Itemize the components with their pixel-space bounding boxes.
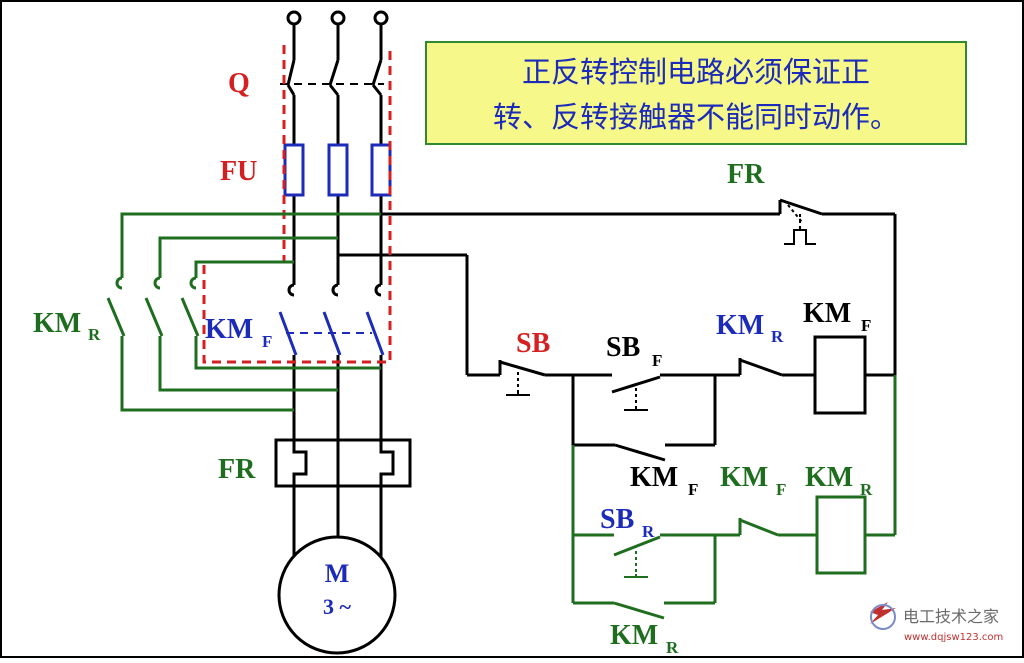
label-fu: FU xyxy=(220,156,257,187)
watermark-logo-icon xyxy=(870,602,896,630)
label-kmf-main-sub: F xyxy=(262,332,272,351)
note-line-1: 正反转控制电路必须保证正 xyxy=(522,55,870,89)
label-sbf-text: SB xyxy=(606,332,640,363)
note-background xyxy=(425,41,967,145)
label-kmr-coil-sub: R xyxy=(860,480,873,499)
label-kmr-hold: KM R xyxy=(610,620,679,657)
label-sbr: SB R xyxy=(600,504,655,541)
label-kmr-interlock-text: KM xyxy=(716,310,764,341)
label-kmr-interlock-sub: R xyxy=(771,327,784,346)
label-kmr-hold-sub: R xyxy=(666,638,679,657)
terminal-l3 xyxy=(373,10,389,26)
label-kmf-hold-text: KM xyxy=(630,462,678,493)
fuses xyxy=(283,143,392,197)
label-q: Q xyxy=(228,68,250,99)
kmr-interlock-contact xyxy=(739,358,783,377)
sb-stop-contact xyxy=(499,360,546,377)
label-kmf-main-text: KM xyxy=(205,314,253,345)
label-sbf: SB F xyxy=(606,332,662,370)
label-kmf-hold: KM F xyxy=(630,462,698,499)
label-sbr-text: SB xyxy=(600,504,634,535)
kmr-hold-contact xyxy=(613,601,665,620)
fuse-2 xyxy=(327,143,349,197)
fuse-3 xyxy=(370,143,392,197)
motor-circle xyxy=(277,535,397,655)
label-kmf-hold-sub: F xyxy=(688,480,698,499)
control-circuit-green xyxy=(571,375,897,620)
label-kmf-main: KM F xyxy=(205,314,272,351)
kmf-hold-contact xyxy=(614,443,666,462)
fr-nc-contact xyxy=(779,198,823,216)
label-kmf-coil-sub: F xyxy=(861,316,871,335)
label-kmr-interlock: KM R xyxy=(716,310,784,346)
motor-label: M xyxy=(325,559,350,588)
label-sbr-sub: R xyxy=(642,522,655,541)
label-sbf-sub: F xyxy=(652,351,662,370)
sbr-start-contact xyxy=(613,535,661,557)
label-kmr-main-sub: R xyxy=(88,325,101,344)
kmr-coil xyxy=(815,495,867,575)
motor-phase-label: 3 ~ xyxy=(323,594,352,619)
note-box: 正反转控制电路必须保证正 转、反转接触器不能同时动作。 xyxy=(425,41,967,145)
terminal-l1 xyxy=(286,10,302,26)
fuse-1 xyxy=(283,143,305,197)
watermark-url: www.dqjsw123.com xyxy=(904,632,1003,643)
label-kmf-coil: KM F xyxy=(803,298,871,335)
label-kmr-hold-text: KM xyxy=(610,620,658,651)
switch-q-blade-1 xyxy=(286,59,296,86)
label-kmr-coil-text: KM xyxy=(805,462,853,493)
label-fr-main: FR xyxy=(218,454,256,485)
kmf-interlock-contact xyxy=(739,518,779,537)
terminal-l2 xyxy=(330,10,346,26)
label-kmr-coil: KM R xyxy=(805,462,873,499)
label-kmf-interlock: KM F xyxy=(720,462,786,499)
label-kmf-interlock-sub: F xyxy=(776,480,786,499)
watermark: 电工技术之家 www.dqjsw123.com xyxy=(870,602,1003,643)
red-dashed-enclosures xyxy=(202,45,392,364)
kmf-coil xyxy=(813,335,867,415)
note-line-2: 转、反转接触器不能同时动作。 xyxy=(493,100,899,134)
label-kmf-coil-text: KM xyxy=(803,298,851,329)
sbf-start-contact xyxy=(611,375,661,394)
label-fr-control: FR xyxy=(727,159,765,190)
label-sb: SB xyxy=(516,328,550,359)
label-kmr-main: KM R xyxy=(33,308,101,344)
kmf-main-contacts xyxy=(278,311,385,356)
fr-thermal-element xyxy=(274,438,412,488)
kmr-reversing-circuit xyxy=(106,212,381,412)
label-kmr-main-text: KM xyxy=(33,308,81,339)
control-circuit-black xyxy=(465,198,897,462)
motor: M 3 ~ xyxy=(277,535,397,655)
label-kmf-interlock-text: KM xyxy=(720,462,768,493)
watermark-title: 电工技术之家 xyxy=(903,607,999,626)
main-power-circuit xyxy=(274,10,780,560)
